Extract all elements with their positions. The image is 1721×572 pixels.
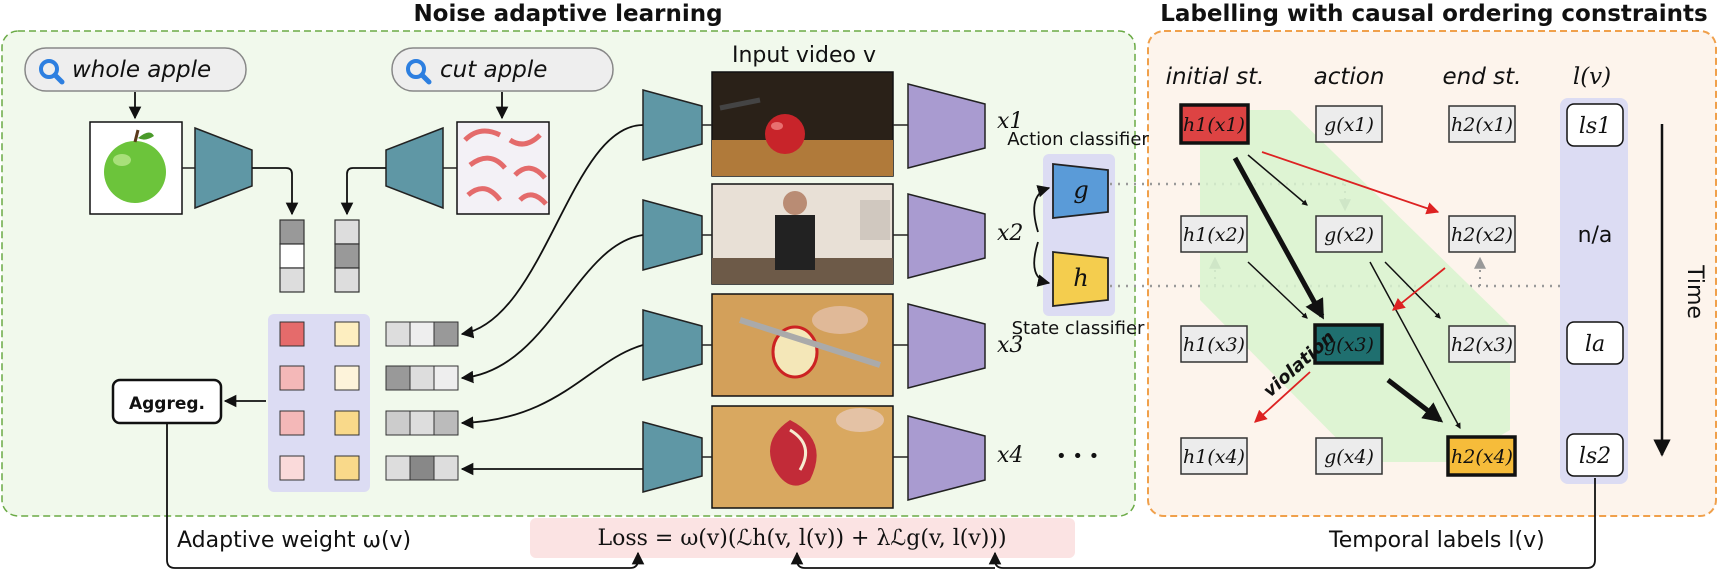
loss-formula: Loss = ω(v)(ℒh(v, l(v)) + λℒg(v, l(v)))	[597, 526, 1006, 551]
frame-feature-vectors	[385, 321, 459, 481]
label-box-ls1	[1566, 103, 1624, 147]
cell-h1-x2	[1180, 215, 1248, 253]
query-whole-apple: whole apple	[24, 47, 247, 92]
cell-g-x3	[1313, 323, 1384, 365]
column-header-action: action	[1314, 64, 1385, 90]
aggregate-label: Aggreg.	[129, 394, 205, 414]
cell-g-x4	[1315, 437, 1383, 475]
cell-text: h2(x2)	[1451, 224, 1513, 246]
cell-text: h1(x1)	[1183, 114, 1245, 136]
video-frame-4	[711, 405, 894, 509]
cell-h2-x4	[1446, 435, 1517, 477]
label-text: ls1	[1579, 114, 1611, 139]
frame-label-x4: x4	[997, 443, 1023, 468]
cell-text: g(x4)	[1324, 446, 1374, 468]
whole-apple-image	[89, 121, 183, 215]
video-frame-1	[711, 71, 894, 177]
cell-h2-x3	[1448, 325, 1516, 363]
aggregate-box: Aggreg.	[111, 378, 223, 425]
label-text: la	[1585, 332, 1605, 357]
cell-h1-x1	[1179, 103, 1250, 145]
query-text: cut apple	[440, 57, 547, 83]
prototype-vector-initial	[279, 219, 305, 293]
column-header-initial: initial st.	[1166, 64, 1265, 90]
frame-decoder-3	[907, 303, 986, 389]
cell-g-x1	[1315, 105, 1383, 143]
similarity-table	[268, 314, 370, 492]
loss-box	[530, 518, 1075, 558]
frame-decoder-1	[907, 83, 986, 169]
cell-text: g(x3)	[1324, 334, 1374, 356]
cell-text: g(x1)	[1324, 114, 1374, 136]
cell-text: h2(x4)	[1451, 446, 1513, 468]
cell-g-x2	[1315, 215, 1383, 253]
input-video-label: Input video v	[732, 43, 876, 68]
video-frame-2	[711, 183, 894, 285]
right-panel-title: Labelling with causal ordering constrain…	[1160, 1, 1707, 27]
adaptive-weight-label: Adaptive weight ω(v)	[177, 528, 411, 553]
temporal-label-column	[1560, 98, 1628, 484]
search-icon	[406, 59, 432, 85]
cell-text: h1(x3)	[1183, 334, 1245, 356]
cell-h2-x1	[1448, 105, 1516, 143]
state-classifier	[1052, 250, 1109, 308]
frame-decoder-4	[907, 415, 986, 501]
cell-text: h1(x2)	[1183, 224, 1245, 246]
left-panel-title: Noise adaptive learning	[413, 1, 722, 27]
feasible-region	[1200, 110, 1510, 462]
action-classifier-label: Action classifier	[1007, 129, 1149, 150]
label-box-la	[1566, 321, 1624, 365]
column-header-labels: l(v)	[1573, 64, 1611, 90]
ellipsis: • • •	[1056, 446, 1099, 467]
frame-encoder-2	[642, 199, 703, 271]
query-text: whole apple	[72, 57, 211, 83]
frame-encoder-1	[642, 89, 703, 161]
temporal-labels-label: Temporal labels l(v)	[1328, 528, 1545, 553]
cell-h1-x4	[1180, 437, 1248, 475]
action-classifier	[1052, 162, 1109, 220]
frame-label-x2: x2	[997, 221, 1023, 246]
frame-label-x3: x3	[997, 333, 1023, 358]
encoder-cut-apple	[385, 126, 444, 210]
query-cut-apple: cut apple	[391, 47, 614, 92]
label-box-ls2	[1566, 433, 1624, 477]
label-na: n/a	[1578, 223, 1613, 248]
prototype-vector-end	[334, 219, 360, 293]
state-classifier-label: State classifier	[1012, 318, 1145, 339]
time-label: Time	[1682, 264, 1707, 319]
cell-text: g(x2)	[1324, 224, 1374, 246]
label-text: ls2	[1579, 444, 1611, 469]
frame-encoder-3	[642, 309, 703, 381]
cut-apple-image	[456, 121, 550, 215]
cell-h1-x3	[1180, 325, 1248, 363]
search-icon	[39, 59, 65, 85]
cell-text: h2(x1)	[1451, 114, 1513, 136]
cell-text: h2(x3)	[1451, 334, 1513, 356]
state-classifier-symbol: h	[1073, 264, 1088, 292]
column-header-end: end st.	[1443, 64, 1522, 90]
action-classifier-symbol: g	[1073, 176, 1088, 204]
cell-text: h1(x4)	[1183, 446, 1245, 468]
encoder-whole-apple	[194, 126, 253, 210]
video-frame-3	[711, 293, 894, 397]
frame-label-x1: x1	[997, 109, 1023, 134]
cell-h2-x2	[1448, 215, 1516, 253]
frame-decoder-2	[907, 193, 986, 279]
